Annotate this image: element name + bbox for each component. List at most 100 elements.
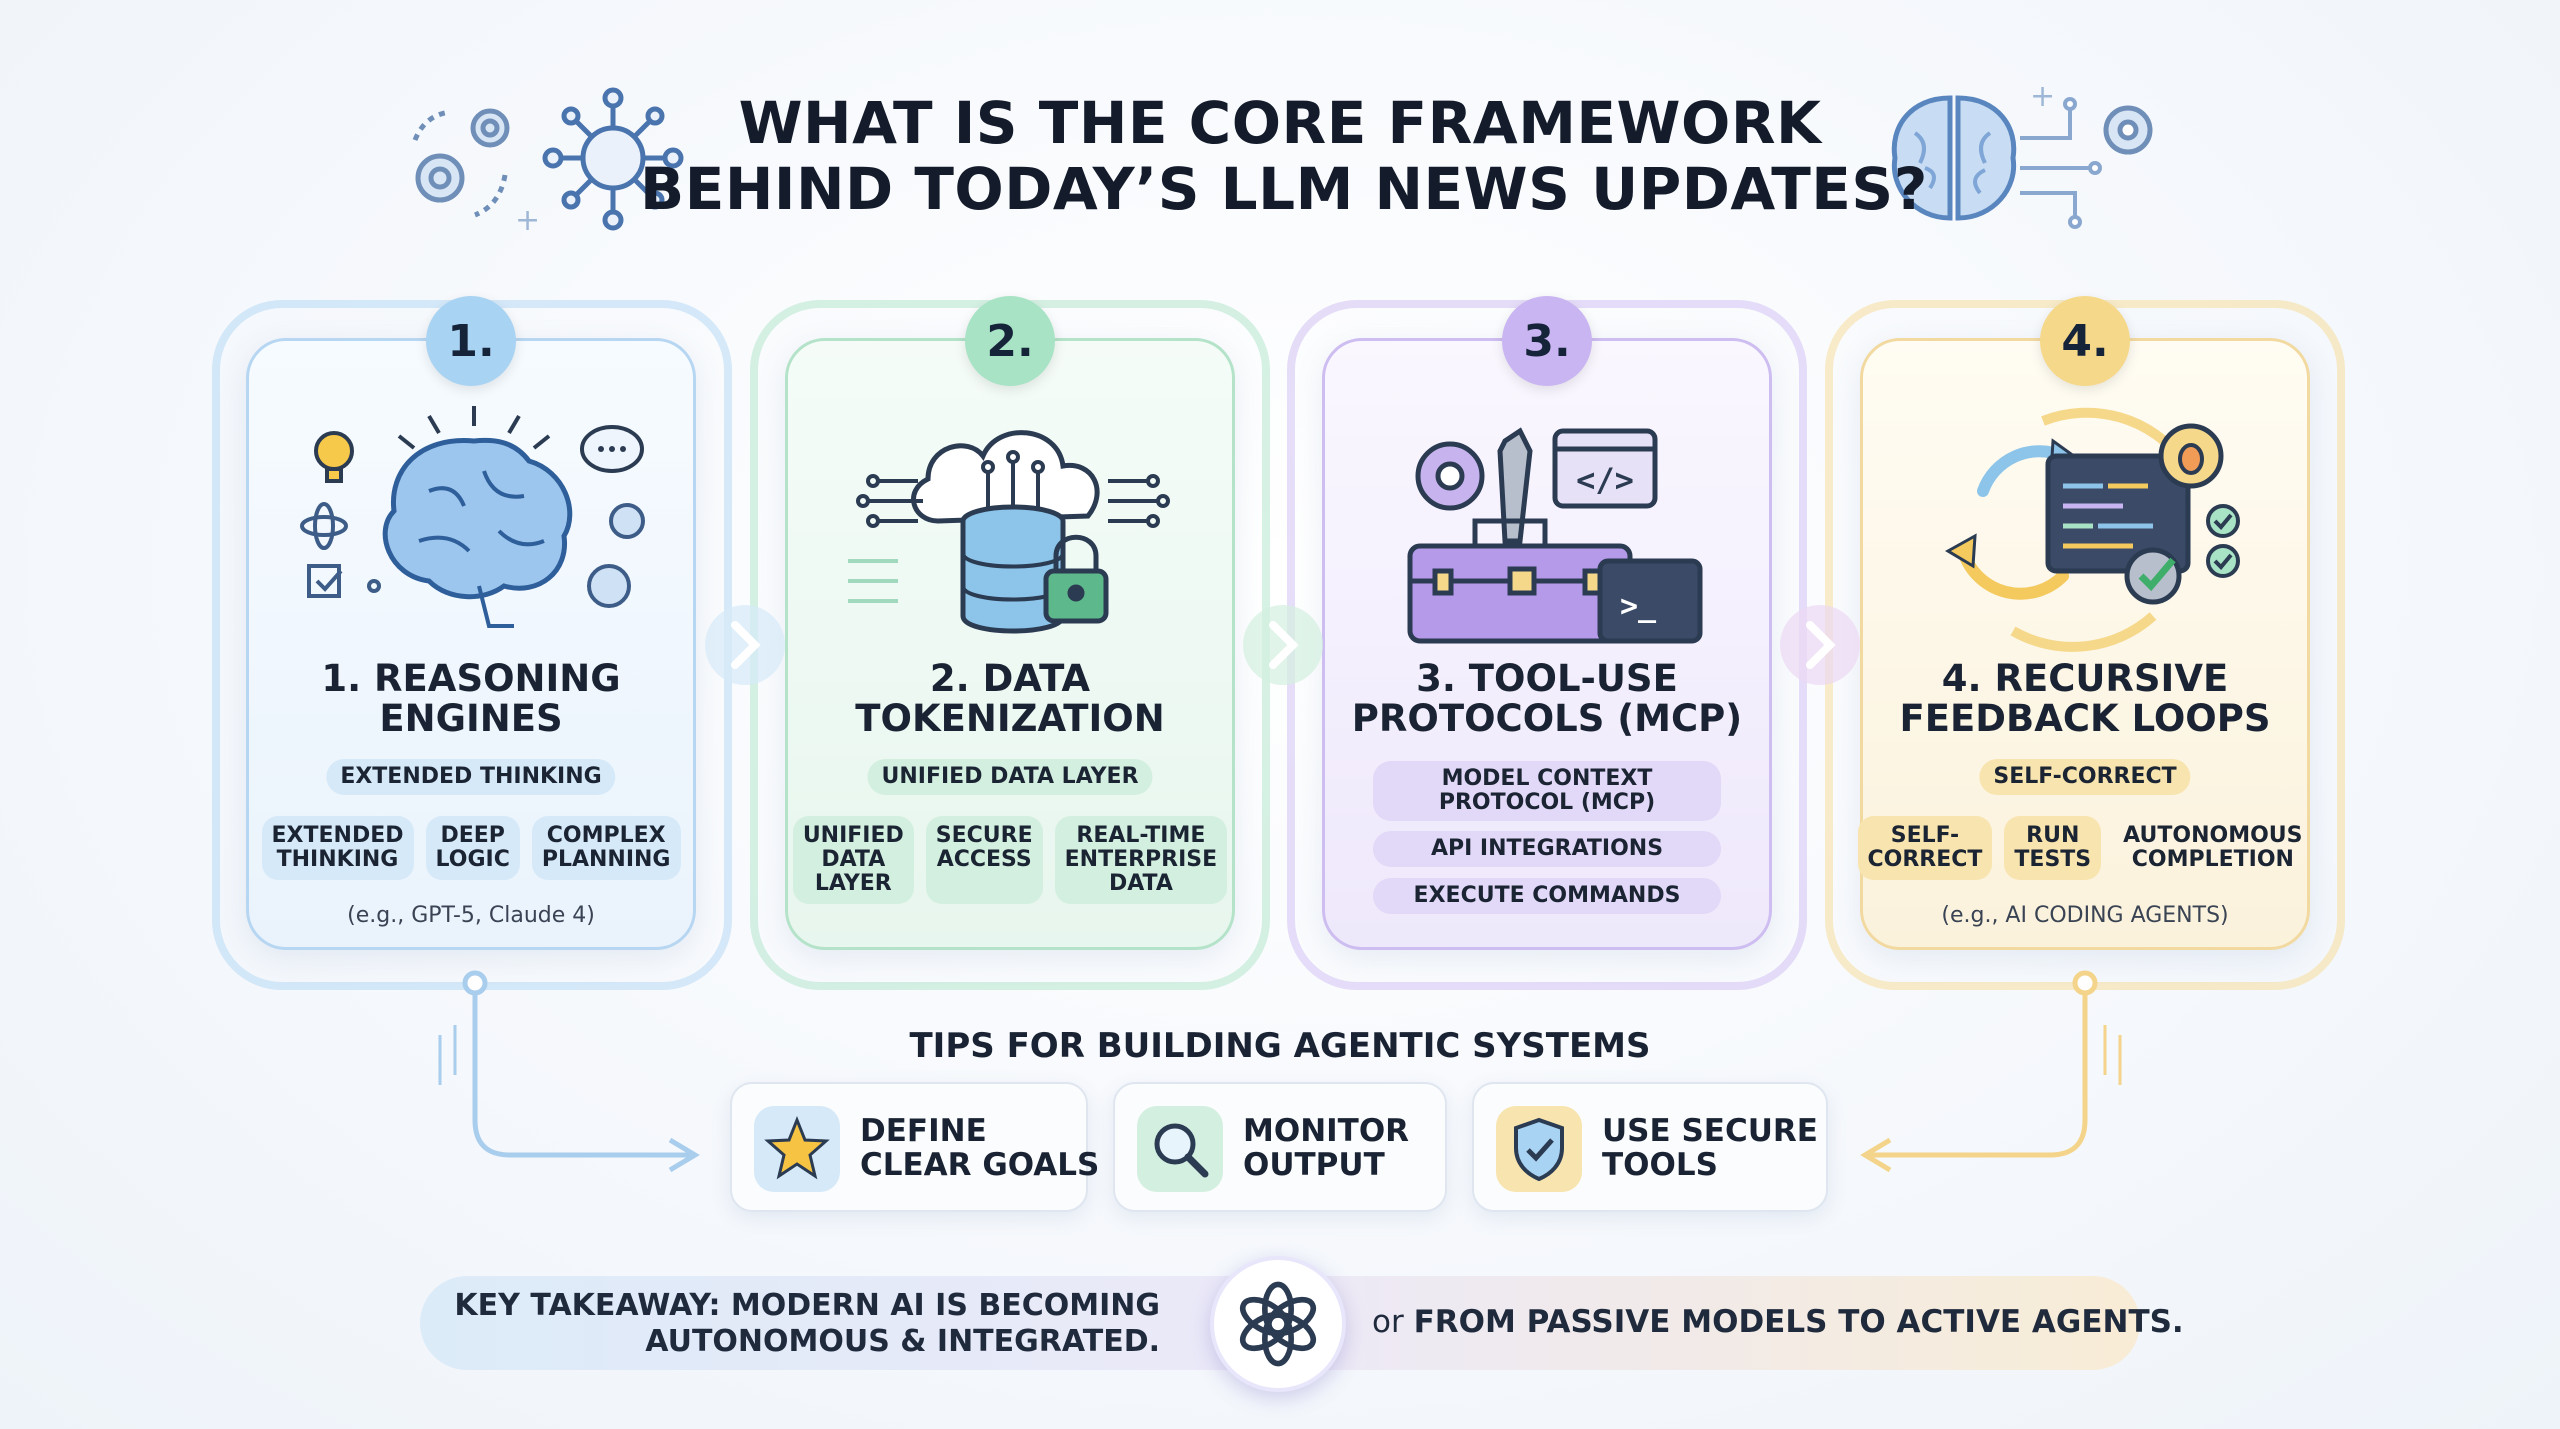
tip-line: USE SECURE xyxy=(1602,1113,1818,1149)
chevron-right-icon xyxy=(705,605,785,685)
svg-text:>_: >_ xyxy=(1620,589,1657,624)
chip-line: UNIFIED xyxy=(802,823,904,848)
step-card-reasoning-engines: 1. 1. REASONING ENGINES xyxy=(246,296,696,950)
chip-line: THINKING xyxy=(276,847,399,872)
cloud-database-lock-icon xyxy=(848,430,1170,634)
chevron-right-icon xyxy=(1780,605,1860,685)
step-badge: 1. xyxy=(426,296,516,386)
step-badge: 2. xyxy=(965,296,1055,386)
takeaway-left-text: KEY TAKEAWAY: MODERN AI IS BECOMING AUTO… xyxy=(420,1288,1160,1360)
chip-line: EXTENDED xyxy=(271,823,404,848)
chip-line: CORRECT xyxy=(1867,847,1983,872)
pill-line: EXECUTE COMMANDS xyxy=(1413,883,1681,908)
chip-line: COMPLETION xyxy=(2131,847,2294,872)
step-title-line-2: ENGINES xyxy=(379,697,563,740)
step-title-line-2: PROTOCOLS (MCP) xyxy=(1351,697,1743,740)
takeaway-line-1: KEY TAKEAWAY: MODERN AI IS BECOMING xyxy=(454,1288,1160,1323)
tip-line: TOOLS xyxy=(1602,1147,1718,1183)
step-main-pill: UNIFIED DATA LAYER xyxy=(867,759,1153,795)
chip-line: PLANNING xyxy=(541,847,671,872)
step-example: (e.g., AI CODING AGENTS) xyxy=(1941,903,2229,928)
openai-knot-logo xyxy=(1210,1256,1346,1392)
tips-title: TIPS FOR BUILDING AGENTIC SYSTEMS xyxy=(909,1026,1651,1066)
step-title-line-1: 1. REASONING xyxy=(321,657,621,700)
takeaway-line-2: AUTONOMOUS & INTEGRATED. xyxy=(645,1324,1160,1359)
step-title-line-1: 2. DATA xyxy=(929,657,1091,700)
shield-check-icon xyxy=(1496,1106,1582,1192)
tip-line: OUTPUT xyxy=(1243,1147,1385,1183)
chip-line: RUN xyxy=(2026,823,2080,848)
chip-line: ENTERPRISE xyxy=(1064,847,1218,872)
step-card-tool-use-protocols: 3. </> >_ 3. TOOL-USE PROTOCOLS (MCP) MO… xyxy=(1322,296,1772,950)
chip-line: DATA xyxy=(821,847,886,872)
chip-line: TESTS xyxy=(2014,847,2092,872)
chip-line: AUTONOMOUS xyxy=(2123,823,2303,848)
step-example: (e.g., GPT-5, Claude 4) xyxy=(347,903,595,928)
chevron-right-icon xyxy=(1243,605,1323,685)
title-line-1: WHAT IS THE CORE FRAMEWORK xyxy=(738,89,1822,157)
pill-line: MODEL CONTEXT xyxy=(1441,766,1653,791)
chip-line: LOGIC xyxy=(435,847,510,872)
svg-text:+: + xyxy=(515,203,540,238)
step-title: 4. RECURSIVE FEEDBACK LOOPS xyxy=(1873,659,2297,739)
svg-text:+: + xyxy=(2030,79,2055,114)
takeaway-right-bold: FROM PASSIVE MODELS TO ACTIVE AGENTS. xyxy=(1413,1304,2184,1340)
svg-text:</>: </> xyxy=(1576,461,1634,499)
tip-line: CLEAR GOALS xyxy=(860,1147,1100,1183)
connector-left-arrow xyxy=(438,970,700,1173)
pill-execute-commands: EXECUTE COMMANDS xyxy=(1373,878,1721,914)
chip-line: DEEP xyxy=(440,823,505,848)
step-card-data-tokenization: 2. 2. DATA TOKENIZATION UNIFIED xyxy=(785,296,1235,950)
tip-line: DEFINE xyxy=(860,1113,987,1149)
step-title-line-1: 4. RECURSIVE xyxy=(1941,657,2229,700)
pill-line: PROTOCOL (MCP) xyxy=(1438,790,1656,815)
tip-line: MONITOR xyxy=(1243,1113,1410,1149)
magnifier-icon xyxy=(1137,1106,1223,1192)
step-main-pill: SELF-CORRECT xyxy=(1979,759,2191,795)
brain-circuit-icon: + xyxy=(1891,79,2153,229)
step-title: 2. DATA TOKENIZATION xyxy=(798,659,1222,739)
brain-icon xyxy=(300,406,645,628)
takeaway-or: or xyxy=(1372,1304,1404,1340)
step-title-line-2: FEEDBACK LOOPS xyxy=(1899,697,2271,740)
chip-line: REAL-TIME xyxy=(1076,823,1206,848)
step-title-line-1: 3. TOOL-USE xyxy=(1416,657,1678,700)
step-title: 3. TOOL-USE PROTOCOLS (MCP) xyxy=(1335,659,1759,739)
step-main-pill: EXTENDED THINKING xyxy=(326,759,616,795)
chip-line: ACCESS xyxy=(936,847,1032,872)
pill-api-integrations: API INTEGRATIONS xyxy=(1373,831,1721,867)
gears-network-icon: + xyxy=(412,87,684,238)
refresh-code-check-icon xyxy=(1945,407,2240,652)
page-title: WHAT IS THE CORE FRAMEWORK BEHIND TODAY’… xyxy=(640,89,1928,223)
star-icon xyxy=(754,1106,840,1192)
takeaway-right-text: or FROM PASSIVE MODELS TO ACTIVE AGENTS. xyxy=(1372,1304,2184,1340)
toolbox-code-icon: </> >_ xyxy=(1407,427,1703,644)
chip-line: LAYER xyxy=(814,871,892,896)
step-card-recursive-feedback-loops: 4. 4. RECURSIVE FEEDBACK LOOPS SELF-CORR… xyxy=(1857,296,2310,950)
title-line-2: BEHIND TODAY’S LLM NEWS UPDATES? xyxy=(640,155,1928,223)
step-badge: 4. xyxy=(2040,296,2130,386)
pill-line: API INTEGRATIONS xyxy=(1430,836,1664,861)
connector-right-arrow xyxy=(1860,970,2122,1173)
step-title: 1. REASONING ENGINES xyxy=(259,659,683,739)
chip-self-correct: SELF-CORRECT xyxy=(1857,816,1993,880)
chip-line: DATA xyxy=(1108,871,1173,896)
step-title-line-2: TOKENIZATION xyxy=(855,697,1165,740)
